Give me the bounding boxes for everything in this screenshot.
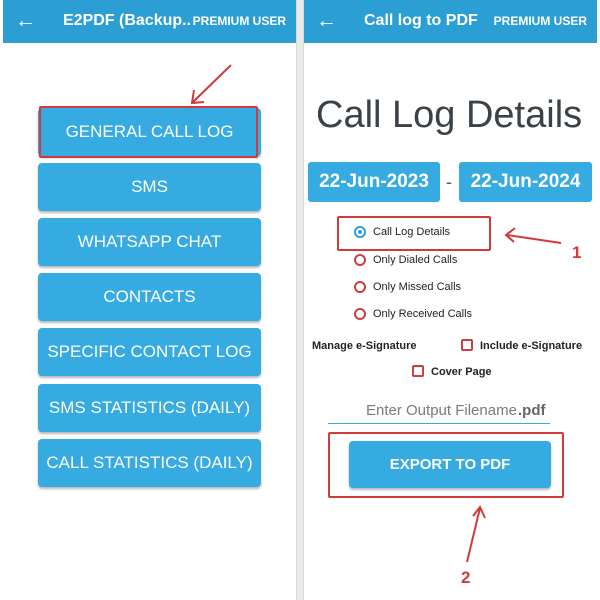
page-heading: Call Log Details bbox=[316, 94, 583, 136]
menu-specific-contact-log-button[interactable]: SPECIFIC CONTACT LOG bbox=[38, 328, 261, 376]
menu-whatsapp-chat-button[interactable]: WHATSAPP CHAT bbox=[38, 218, 261, 266]
highlight-box-general-call-log bbox=[39, 106, 258, 158]
menu-sms-statistics-button[interactable]: SMS STATISTICS (DAILY) bbox=[38, 384, 261, 432]
export-to-pdf-button[interactable]: EXPORT TO PDF bbox=[349, 441, 551, 488]
date-to-button[interactable]: 22-Jun-2024 bbox=[459, 162, 592, 202]
radio-selected-icon bbox=[354, 226, 366, 238]
date-separator: - bbox=[446, 172, 452, 192]
menu-sms-button[interactable]: SMS bbox=[38, 163, 261, 211]
radio-label: Only Received Calls bbox=[373, 308, 473, 320]
radio-label: Only Missed Calls bbox=[373, 281, 462, 293]
annotation-step-1: 1 bbox=[572, 243, 582, 262]
filename-extension: .pdf bbox=[518, 402, 546, 419]
menu-general-call-log-button[interactable]: GENERAL CALL LOG bbox=[38, 108, 261, 156]
menu-contacts-button[interactable]: CONTACTS bbox=[38, 273, 261, 321]
manage-e-signature-link[interactable]: Manage e-Signature bbox=[312, 340, 417, 352]
radio-call-log-details[interactable]: Call Log Details bbox=[354, 222, 450, 242]
annotation-step-2: 2 bbox=[461, 568, 471, 587]
right-screen: ← Call log to PDF PREMIUM USER Call Log … bbox=[303, 0, 597, 600]
radio-only-missed-calls[interactable]: Only Missed Calls bbox=[354, 277, 461, 297]
radio-only-dialed-calls[interactable]: Only Dialed Calls bbox=[354, 250, 457, 270]
screen-divider bbox=[297, 0, 303, 600]
back-arrow-icon[interactable]: ← bbox=[316, 9, 337, 32]
right-app-title: Call log to PDF bbox=[364, 12, 478, 29]
menu-call-statistics-button[interactable]: CALL STATISTICS (DAILY) bbox=[38, 439, 261, 487]
left-screen: ← E2PDF (Backup... PREMIUM USER GENERAL … bbox=[3, 0, 297, 600]
left-app-bar: ← E2PDF (Backup... PREMIUM USER bbox=[3, 0, 296, 43]
annotation-arrow-general-call-log bbox=[190, 64, 232, 105]
right-app-bar: ← Call log to PDF PREMIUM USER bbox=[304, 0, 597, 43]
date-from-button[interactable]: 22-Jun-2023 bbox=[308, 162, 440, 202]
annotation-arrow-step-2 bbox=[466, 505, 486, 563]
highlight-box-call-log-details bbox=[337, 216, 491, 251]
radio-unselected-icon bbox=[354, 254, 366, 266]
radio-label: Call Log Details bbox=[373, 226, 451, 238]
premium-user-badge: PREMIUM USER bbox=[192, 14, 286, 28]
annotation-arrow-step-1 bbox=[504, 227, 562, 244]
output-filename-input[interactable] bbox=[328, 398, 550, 424]
cover-page-label: Cover Page bbox=[431, 366, 492, 378]
radio-only-received-calls[interactable]: Only Received Calls bbox=[354, 304, 472, 324]
radio-unselected-icon bbox=[354, 281, 366, 293]
premium-user-badge: PREMIUM USER bbox=[493, 14, 587, 28]
cover-page-checkbox[interactable] bbox=[412, 365, 424, 377]
highlight-box-export bbox=[328, 432, 564, 498]
include-e-signature-label: Include e-Signature bbox=[480, 340, 583, 352]
left-app-title: E2PDF (Backup... bbox=[63, 12, 191, 29]
radio-label: Only Dialed Calls bbox=[373, 254, 458, 266]
back-arrow-icon[interactable]: ← bbox=[15, 9, 36, 32]
radio-unselected-icon bbox=[354, 308, 366, 320]
include-e-signature-checkbox[interactable] bbox=[461, 339, 473, 351]
